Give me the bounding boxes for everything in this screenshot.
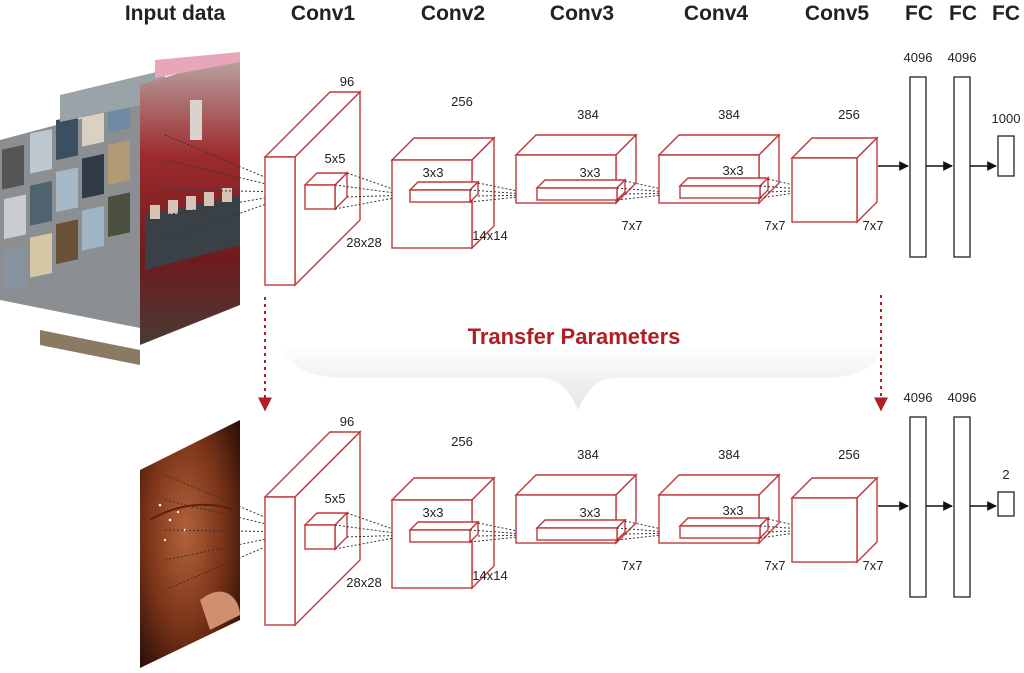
conv5-size-label: 7x7	[863, 558, 884, 573]
fc1-layer	[909, 76, 927, 258]
target-network: 96 5x5 28x28 256 3x3 14x14 384 3x3 7x7 384 3x3 7x7 2…	[164, 390, 1015, 627]
fc1-size-label: 4096	[904, 50, 933, 65]
conv4-kernel	[678, 176, 770, 200]
conv2-depth-label: 256	[451, 94, 473, 109]
conv4-size-label: 7x7	[765, 218, 786, 233]
conv4-depth-label: 384	[718, 447, 740, 462]
conv3-kernel	[535, 518, 627, 542]
conv4-kernel-label: 3x3	[723, 163, 744, 178]
conv2-kernel	[408, 180, 480, 204]
endoscopy-image	[140, 420, 240, 668]
column-headers: Input data Conv1 Conv2 Conv3 Conv4 Conv5…	[125, 2, 1020, 25]
conv1-kernel	[303, 511, 349, 551]
conv5-block	[790, 476, 879, 564]
header-fc1: FC	[905, 2, 933, 25]
header-conv4: Conv4	[684, 2, 749, 25]
conv4-size-label: 7x7	[765, 558, 786, 573]
conv3-depth-label: 384	[577, 447, 599, 462]
conv1-depth-label: 96	[340, 414, 354, 429]
conv1-depth-label: 96	[340, 74, 354, 89]
conv2-kernel-label: 3x3	[423, 505, 444, 520]
conv2-block	[390, 476, 496, 590]
conv4-kernel-label: 3x3	[723, 503, 744, 518]
transfer-parameters-label: Transfer Parameters	[468, 324, 681, 349]
conv1-size-label: 28x28	[346, 575, 381, 590]
output-layer	[997, 135, 1015, 177]
conv5-depth-label: 256	[838, 447, 860, 462]
source-network: 96 5x5 28x28 256 3x3 14x14 384 3x3 7x7 384 3x3 7x7 2…	[164, 50, 1021, 287]
header-fc3: FC	[992, 2, 1020, 25]
input-image-collage	[0, 52, 240, 365]
conv1-size-label: 28x28	[346, 235, 381, 250]
conv3-kernel	[535, 178, 627, 202]
fc2-size-label: 4096	[948, 50, 977, 65]
header-conv2: Conv2	[421, 2, 485, 25]
conv5-depth-label: 256	[838, 107, 860, 122]
conv2-kernel-label: 3x3	[423, 165, 444, 180]
header-conv1: Conv1	[291, 2, 356, 25]
conv1-kernel	[303, 171, 349, 211]
fc1-layer	[909, 416, 927, 598]
output-size-label: 2	[1002, 467, 1009, 482]
conv3-kernel-label: 3x3	[580, 505, 601, 520]
conv2-depth-label: 256	[451, 434, 473, 449]
header-conv3: Conv3	[550, 2, 614, 25]
fc2-layer	[953, 416, 971, 598]
header-input-data: Input data	[125, 2, 226, 25]
conv1-kernel-label: 5x5	[325, 151, 346, 166]
output-layer	[997, 491, 1015, 517]
transfer-band: Transfer Parameters	[258, 295, 888, 412]
conv2-block	[390, 136, 496, 250]
conv2-size-label: 14x14	[472, 228, 507, 243]
conv3-size-label: 7x7	[622, 558, 643, 573]
conv4-kernel	[678, 516, 770, 540]
conv3-size-label: 7x7	[622, 218, 643, 233]
conv5-block	[790, 136, 879, 224]
fc2-layer	[953, 76, 971, 258]
conv1-kernel-label: 5x5	[325, 491, 346, 506]
conv5-size-label: 7x7	[863, 218, 884, 233]
header-fc2: FC	[949, 2, 977, 25]
conv2-kernel	[408, 520, 480, 544]
conv2-size-label: 14x14	[472, 568, 507, 583]
conv3-kernel-label: 3x3	[580, 165, 601, 180]
conv3-depth-label: 384	[577, 107, 599, 122]
fc2-size-label: 4096	[948, 390, 977, 405]
fc1-size-label: 4096	[904, 390, 933, 405]
header-conv5: Conv5	[805, 2, 870, 25]
conv4-depth-label: 384	[718, 107, 740, 122]
output-size-label: 1000	[992, 111, 1021, 126]
